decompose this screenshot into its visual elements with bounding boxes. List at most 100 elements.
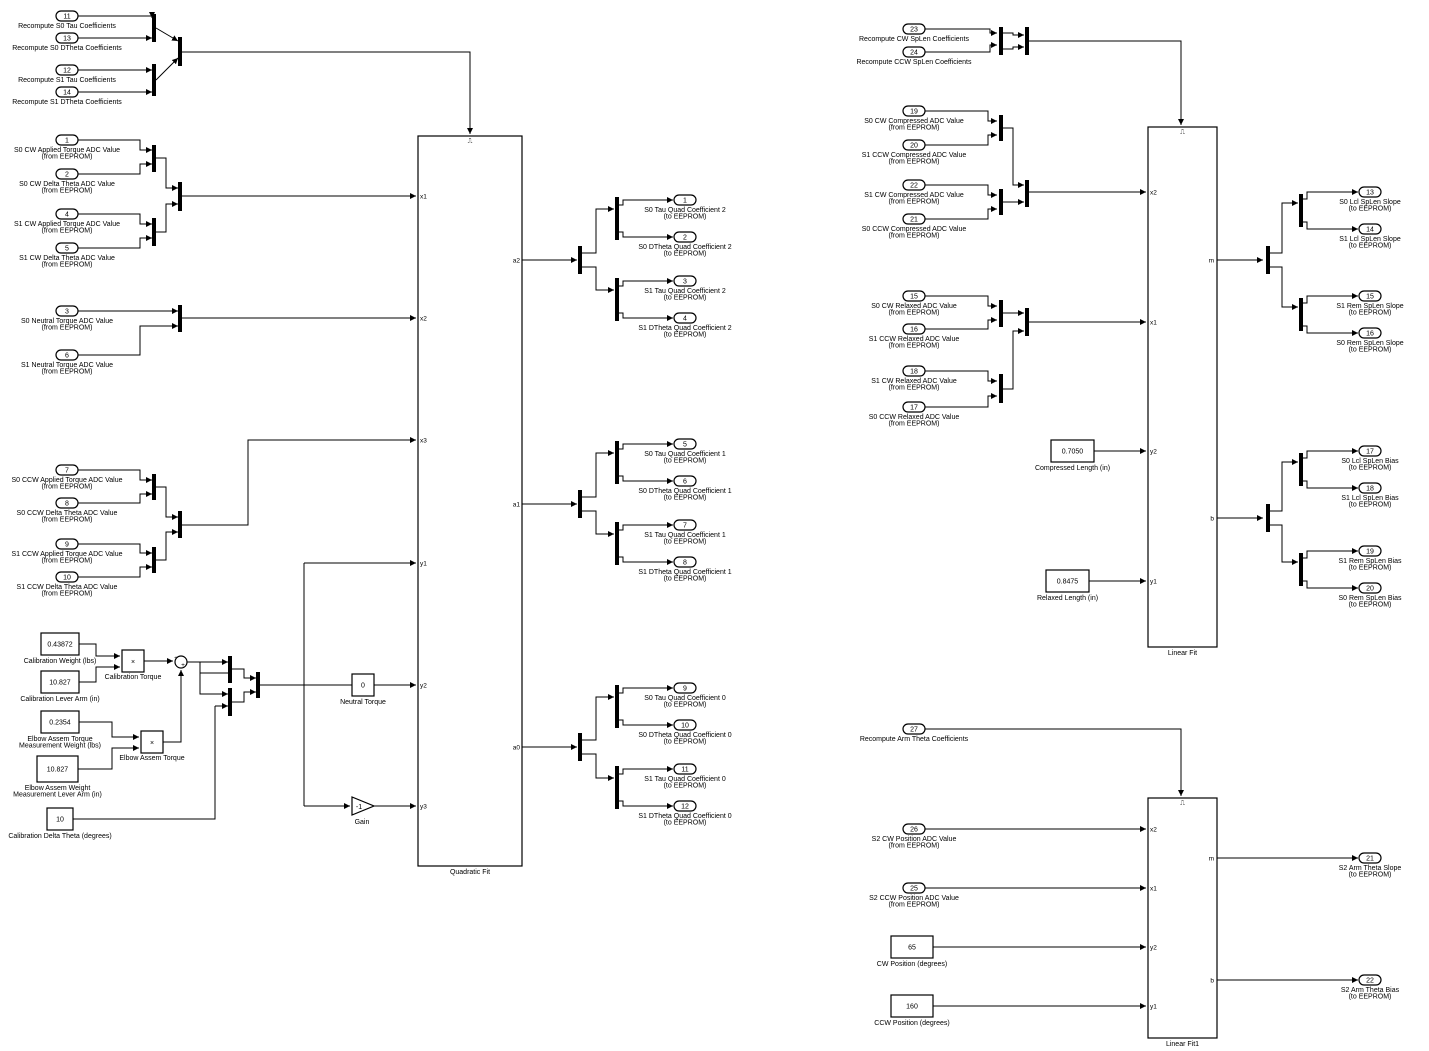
mux-bar[interactable]	[999, 27, 1003, 55]
mux-bar[interactable]	[1266, 246, 1270, 274]
mux-bar[interactable]	[1266, 504, 1270, 532]
inport-6[interactable]: 6S1 Neutral Torque ADC Value(from EEPROM…	[21, 349, 113, 376]
outport-9[interactable]: 9S0 Tau Quad Coefficient 0(to EEPROM)	[644, 682, 726, 709]
elbow-product[interactable]: ×Elbow Assem Torque	[119, 730, 185, 762]
mux-bar[interactable]	[256, 672, 260, 698]
mux-bar[interactable]	[1299, 553, 1303, 586]
mux-bar[interactable]	[578, 733, 582, 761]
inport-8[interactable]: 8S0 CCW Delta Theta ADC Value(from EEPRO…	[17, 497, 118, 524]
outport-5[interactable]: 5S0 Tau Quad Coefficient 1(to EEPROM)	[644, 438, 726, 465]
sum-block[interactable]: ++	[174, 655, 188, 669]
mux-bar[interactable]	[152, 547, 156, 573]
inport-7[interactable]: 7S0 CCW Applied Torque ADC Value(from EE…	[11, 464, 123, 491]
mux-bar[interactable]	[178, 182, 182, 211]
mux-bar[interactable]	[615, 441, 619, 484]
mux-bar[interactable]	[152, 218, 156, 246]
mux-bar[interactable]	[1299, 194, 1303, 227]
outport-3[interactable]: 3S1 Tau Quad Coefficient 2(to EEPROM)	[644, 275, 726, 302]
mux-bar[interactable]	[578, 246, 582, 274]
mux-bar[interactable]	[615, 278, 619, 321]
outport-8[interactable]: 8S1 DTheta Quad Coefficient 1(to EEPROM)	[638, 556, 732, 583]
mux-bar[interactable]	[615, 766, 619, 809]
mux-bar[interactable]	[228, 656, 232, 683]
mux-bar[interactable]	[152, 14, 156, 42]
mux-bar[interactable]	[615, 685, 619, 728]
mux-bar[interactable]	[999, 374, 1003, 403]
mux-bar[interactable]	[152, 64, 156, 96]
outport-4[interactable]: 4S1 DTheta Quad Coefficient 2(to EEPROM)	[638, 312, 732, 339]
calibration-product[interactable]: ×Calibration Torque	[105, 649, 162, 681]
mux-bar[interactable]	[1025, 27, 1029, 55]
inport-4[interactable]: 4S1 CW Applied Torque ADC Value(from EEP…	[14, 208, 120, 235]
mux-bar[interactable]	[999, 189, 1003, 215]
mux-bar[interactable]	[999, 300, 1003, 327]
outport-1[interactable]: 1S0 Tau Quad Coefficient 2(to EEPROM)	[644, 194, 726, 221]
mux-bar[interactable]	[578, 490, 582, 518]
mux-bar[interactable]	[1299, 453, 1303, 486]
mux-bar[interactable]	[178, 37, 182, 66]
mux-bar[interactable]	[1025, 308, 1029, 336]
mux-bar[interactable]	[178, 511, 182, 538]
mux-bar[interactable]	[228, 688, 232, 716]
mux-bar[interactable]	[615, 197, 619, 240]
mux-bar[interactable]	[999, 115, 1003, 141]
inport-9[interactable]: 9S1 CCW Applied Torque ADC Value(from EE…	[11, 538, 123, 565]
mux-bar[interactable]	[178, 305, 182, 332]
mux-bar[interactable]	[615, 522, 619, 565]
outport-6[interactable]: 6S0 DTheta Quad Coefficient 1(to EEPROM)	[638, 475, 732, 502]
mux-bar[interactable]	[152, 474, 156, 500]
inport-5[interactable]: 5S1 CW Delta Theta ADC Value(from EEPROM…	[19, 242, 115, 269]
mux-bar[interactable]	[1299, 298, 1303, 331]
inport-3[interactable]: 3S0 Neutral Torque ADC Value(from EEPROM…	[21, 305, 113, 332]
outport-7[interactable]: 7S1 Tau Quad Coefficient 1(to EEPROM)	[644, 519, 726, 546]
inport-2[interactable]: 2S0 CW Delta Theta ADC Value(from EEPROM…	[19, 168, 115, 195]
outport-2[interactable]: 2S0 DTheta Quad Coefficient 2(to EEPROM)	[638, 231, 732, 258]
inport-1[interactable]: 1S0 CW Applied Torque ADC Value(from EEP…	[14, 134, 120, 161]
mux-bar[interactable]	[1025, 180, 1029, 207]
mux-bar[interactable]	[152, 145, 156, 172]
